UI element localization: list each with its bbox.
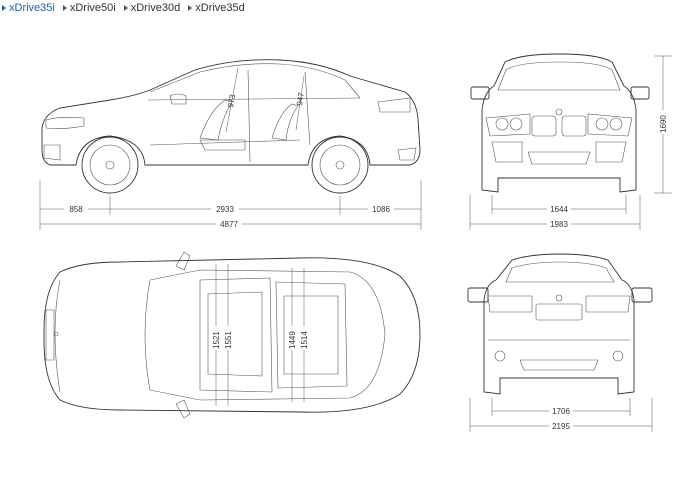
height-label: 1690 <box>659 115 668 133</box>
front-shoulder-b-label: 1551 <box>224 331 233 349</box>
front-overhang-label: 858 <box>69 205 83 214</box>
tab-label: xDrive50i <box>69 2 116 14</box>
tab-label: xDrive30d <box>130 2 181 14</box>
rear-overhang-label: 1086 <box>372 205 390 214</box>
rear-dimensions: 1706 2195 <box>469 398 653 432</box>
tab-label: xDrive35d <box>195 2 245 14</box>
front-dimensions: 1644 1983 <box>469 195 641 230</box>
arrow-right-icon <box>2 5 6 11</box>
tab-xdrive35i[interactable]: xDrive35i <box>2 2 55 14</box>
front-view: 1690 <box>470 53 672 194</box>
model-tabs: xDrive35i xDrive50i xDrive30d xDrive35d <box>0 0 245 16</box>
side-view: 973 947 <box>41 59 421 194</box>
tab-label: xDrive35i <box>9 2 55 14</box>
width-mirrors-label: 2195 <box>552 422 570 431</box>
rear-shoulder-a-label: 1449 <box>288 331 297 349</box>
tab-xdrive30d[interactable]: xDrive30d <box>123 2 181 14</box>
front-shoulder-a-label: 1521 <box>212 331 221 349</box>
top-view: 1521 1551 1449 1514 <box>43 251 421 419</box>
arrow-right-icon <box>62 5 67 11</box>
rear-track-label: 1706 <box>552 407 570 416</box>
front-headroom-label: 973 <box>226 93 237 108</box>
rear-view <box>467 253 653 395</box>
width-label: 1983 <box>550 220 568 229</box>
arrow-right-icon <box>123 5 128 11</box>
wheelbase-label: 2933 <box>216 205 234 214</box>
tab-xdrive50i[interactable]: xDrive50i <box>62 2 116 14</box>
rear-shoulder-b-label: 1514 <box>300 331 309 349</box>
tab-xdrive35d[interactable]: xDrive35d <box>188 2 245 14</box>
front-track-label: 1644 <box>550 205 568 214</box>
arrow-right-icon <box>188 5 193 11</box>
side-dimensions: 858 2933 1086 4877 <box>39 180 422 230</box>
rear-headroom-label: 947 <box>295 91 306 106</box>
length-label: 4877 <box>220 220 238 229</box>
